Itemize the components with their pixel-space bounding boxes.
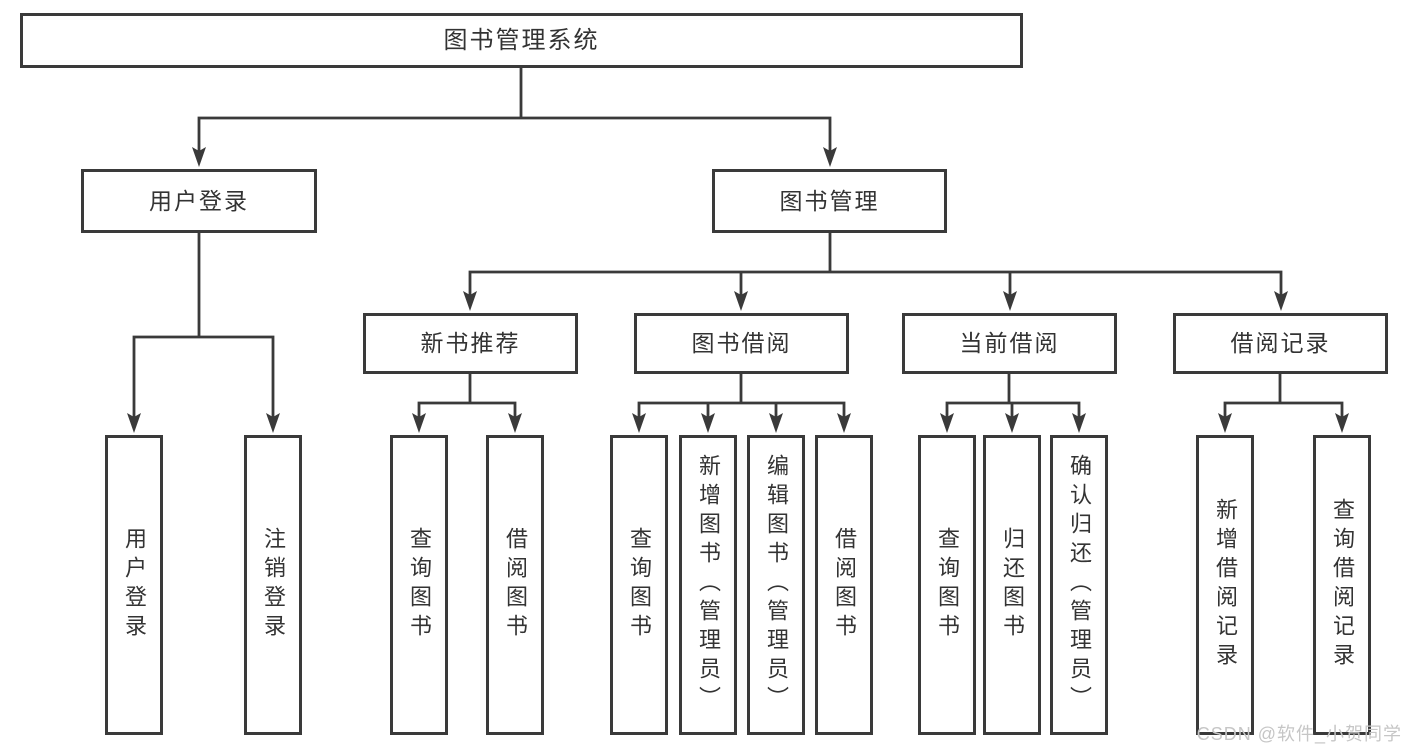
leaf-query-book-1: 查询图书 xyxy=(390,435,448,735)
leaf-add-borrow-record: 新增借阅记录 xyxy=(1196,435,1254,735)
node-borrow-records: 借阅记录 xyxy=(1173,313,1388,374)
arrowhead xyxy=(266,413,280,433)
node-new-book-recommend: 新书推荐 xyxy=(363,313,578,374)
arrowhead xyxy=(823,147,837,167)
arrowhead xyxy=(508,413,522,433)
connector-records-rail xyxy=(1223,401,1344,419)
watermark: CSDN @软件_小贺同学 xyxy=(1196,724,1402,744)
node-book-borrow: 图书借阅 xyxy=(634,313,849,374)
arrowhead xyxy=(940,413,954,433)
arrowhead xyxy=(632,413,646,433)
connector-level2-rail xyxy=(468,270,1283,297)
leaf-logout: 注销登录 xyxy=(244,435,302,735)
arrowhead xyxy=(734,291,748,311)
node-user-login: 用户登录 xyxy=(81,169,317,233)
arrowhead xyxy=(1335,413,1349,433)
arrowhead xyxy=(1005,413,1019,433)
leaf-query-book-2: 查询图书 xyxy=(610,435,668,735)
node-current-borrow: 当前借阅 xyxy=(902,313,1117,374)
connector-level1-rail xyxy=(197,116,832,153)
leaf-add-book-admin: 新增图书（管理员） xyxy=(679,435,737,735)
connector-newbook-rail xyxy=(417,401,517,419)
leaf-confirm-return-admin: 确认归还（管理员） xyxy=(1050,435,1108,735)
arrowhead xyxy=(701,413,715,433)
arrowhead xyxy=(1003,291,1017,311)
arrowhead xyxy=(769,413,783,433)
leaf-user-login: 用户登录 xyxy=(105,435,163,735)
arrowhead xyxy=(463,291,477,311)
arrowhead xyxy=(127,413,141,433)
leaf-borrow-book-2: 借阅图书 xyxy=(815,435,873,735)
leaf-query-borrow-record: 查询借阅记录 xyxy=(1313,435,1371,735)
arrowhead xyxy=(192,147,206,167)
leaf-query-book-3: 查询图书 xyxy=(918,435,976,735)
arrowhead xyxy=(1218,413,1232,433)
arrowhead xyxy=(1274,291,1288,311)
arrowhead xyxy=(837,413,851,433)
node-book-management: 图书管理 xyxy=(712,169,947,233)
node-root-system: 图书管理系统 xyxy=(20,13,1023,68)
connector-userlogin-rail xyxy=(132,335,275,419)
connector-bookborrow-rail xyxy=(637,401,846,419)
leaf-edit-book-admin: 编辑图书（管理员） xyxy=(747,435,805,735)
arrowhead xyxy=(412,413,426,433)
leaf-borrow-book-1: 借阅图书 xyxy=(486,435,544,735)
arrowhead xyxy=(1072,413,1086,433)
leaf-return-book: 归还图书 xyxy=(983,435,1041,735)
